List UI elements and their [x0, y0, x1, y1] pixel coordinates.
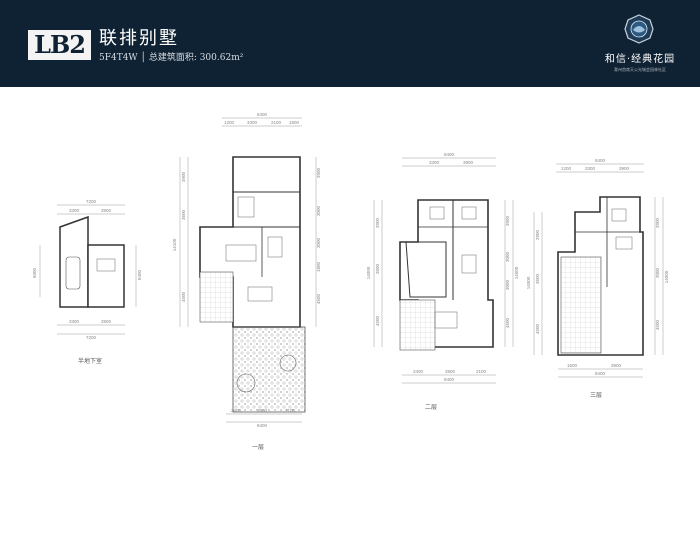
sofa-icon [225, 244, 257, 262]
floor1-side-left-part-2: 3600 [181, 209, 186, 220]
floor3-top-part-2: 3300 [585, 166, 596, 171]
floor3-plan: 8400 1200 3300 3900 14000 3900 3600 4500… [526, 158, 669, 378]
basement-side-right: 8400 [137, 269, 142, 280]
basement-plan: 7200 3300 3900 6000 8400 3300 3900 7200 [32, 199, 142, 340]
floor1-side-left-total: 14100 [172, 238, 177, 251]
floor2-side-left-part-3: 4500 [375, 315, 380, 326]
floor1-bottom-part-2: 3900 [257, 408, 268, 413]
floor3-side-left-part-3: 4500 [535, 323, 540, 334]
basement-top-total: 7200 [86, 199, 97, 204]
floor2-bottom-total: 8400 [444, 377, 455, 382]
floor2-top-total: 8400 [444, 152, 455, 157]
logo-name: 和信·经典花园 [604, 54, 676, 65]
floor3-bottom-total: 8400 [595, 371, 606, 376]
floor2-bottom-part-2: 3900 [445, 369, 456, 374]
floor1-side-right-part-3: 3000 [316, 237, 321, 248]
floor2-side-left-total: 14000 [366, 266, 371, 279]
floor3-bottom-part-2: 3900 [611, 363, 622, 368]
floor3-side-right-part-2: 3000 [655, 267, 660, 278]
logo-emblem-icon [624, 14, 654, 44]
floor3-label: 三层 [590, 392, 603, 399]
floor1-plan: 8400 1200 3300 2100 1800 14100 3900 3600… [172, 112, 321, 428]
floor1-top-part-1: 1200 [224, 120, 235, 125]
floor1-side-right-part-1: 3900 [316, 167, 321, 178]
floor2-label: 二层 [425, 404, 438, 411]
floor1-top-part-2: 3300 [247, 120, 258, 125]
floor2-side-left-part-2: 3600 [375, 263, 380, 274]
floor1-top-part-4: 1800 [289, 120, 300, 125]
floor3-side-right-total: 14000 [664, 270, 669, 283]
floor1-side-right-part-4: 1800 [316, 261, 321, 272]
floor2-plan: 8400 3300 3900 14000 3900 3600 4500 3900… [366, 152, 519, 384]
floor2-bottom-part-3: 2100 [476, 369, 487, 374]
basement-top-part-1: 3300 [69, 208, 80, 213]
floor1-bottom-part-1: 2400 [231, 408, 242, 413]
basement-label: 半地下室 [78, 358, 103, 365]
floor2-side-left-part-1: 3900 [375, 217, 380, 228]
page-title: 联排别墅 [99, 28, 179, 49]
logo-tagline: 滁州首席天公光城会园林社区 [614, 67, 666, 72]
car-icon [65, 256, 81, 290]
floor1-top-total: 8400 [257, 112, 268, 117]
basement-top-part-2: 3900 [101, 208, 112, 213]
brand-logo: 和信·经典花园 滁州首席天公光城会园林社区 [600, 10, 680, 85]
floor2-side-right-part-3: 3000 [505, 279, 510, 290]
floor1-bottom-total: 8400 [257, 423, 268, 428]
floor-plans-svg: 7200 3300 3900 6000 8400 3300 3900 7200 … [32, 112, 669, 428]
floor3-top-part-3: 3900 [619, 166, 630, 171]
floor2-top-part-2: 3900 [463, 160, 474, 165]
model-code-badge: LB2 [28, 30, 91, 60]
page-subtitle: 5F4T4W │ 总建筑面积: 300.62m² [99, 53, 244, 63]
floor1-side-right-part-2: 3000 [316, 205, 321, 216]
floor2-side-right-part-4: 4500 [505, 317, 510, 328]
floor3-side-right-part-3: 4500 [655, 319, 660, 330]
floor1-side-left-part-3: 4500 [181, 291, 186, 302]
floor1-top-part-3: 2100 [271, 120, 282, 125]
header-banner: LB2 联排别墅 5F4T4W │ 总建筑面积: 300.62m² 和信·经典花… [0, 0, 700, 87]
floor1-side-right-part-5: 4500 [316, 293, 321, 304]
floor2-top-part-1: 3300 [429, 160, 440, 165]
floor2-side-right-part-1: 3900 [505, 215, 510, 226]
floor3-side-right-part-1: 3900 [655, 217, 660, 228]
floor1-bottom-part-3: 2100 [285, 408, 296, 413]
floor3-top-part-1: 1200 [561, 166, 572, 171]
basement-side-left: 6000 [32, 267, 37, 278]
floor2-bottom-part-1: 2400 [413, 369, 424, 374]
floor2-side-right-part-2: 3000 [505, 251, 510, 262]
floor3-top-total: 8400 [595, 158, 606, 163]
basement-bottom-part-2: 3900 [101, 319, 112, 324]
floor1-label: 一层 [252, 444, 265, 451]
floor2-side-right-total: 14000 [514, 266, 519, 279]
bed-icon [615, 236, 633, 250]
floor3-bottom-part-1: 1500 [567, 363, 578, 368]
floor3-side-left-total: 14000 [526, 276, 531, 289]
garden-table-icon [236, 373, 256, 393]
floor1-side-left-part-1: 3900 [181, 171, 186, 182]
floor3-side-left-part-2: 3600 [535, 273, 540, 284]
basement-bottom-part-1: 3300 [69, 319, 80, 324]
floor-plans-area: 7200 3300 3900 6000 8400 3300 3900 7200 … [0, 87, 700, 539]
bed-icon [429, 206, 445, 220]
basement-bottom-total: 7200 [86, 335, 97, 340]
floor3-side-left-part-1: 3900 [535, 229, 540, 240]
